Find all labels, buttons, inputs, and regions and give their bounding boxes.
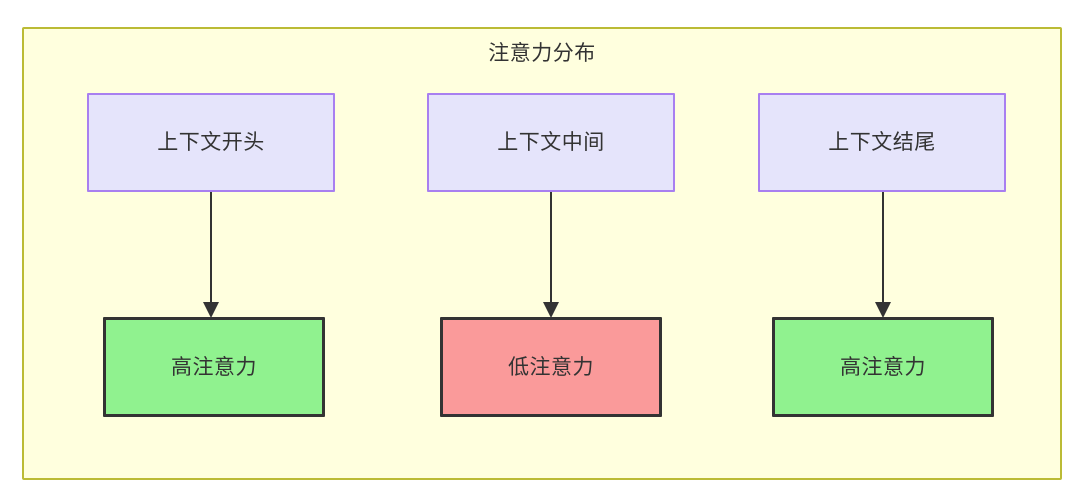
node-attention-high-start[interactable]: 高注意力 <box>103 317 325 417</box>
node-context-middle-label: 上下文中间 <box>497 131 605 154</box>
node-attention-high-end-label: 高注意力 <box>840 355 926 379</box>
node-attention-low-middle[interactable]: 低注意力 <box>440 317 662 417</box>
node-attention-high-end[interactable]: 高注意力 <box>772 317 994 417</box>
node-attention-high-start-label: 高注意力 <box>171 355 257 379</box>
node-attention-low-middle-label: 低注意力 <box>508 355 594 379</box>
subgraph-title: 注意力分布 <box>488 42 596 65</box>
node-context-end[interactable]: 上下文结尾 <box>758 93 1006 192</box>
node-context-middle[interactable]: 上下文中间 <box>427 93 675 192</box>
node-context-end-label: 上下文结尾 <box>828 131 936 154</box>
node-context-start[interactable]: 上下文开头 <box>87 93 335 192</box>
node-context-start-label: 上下文开头 <box>157 131 265 154</box>
